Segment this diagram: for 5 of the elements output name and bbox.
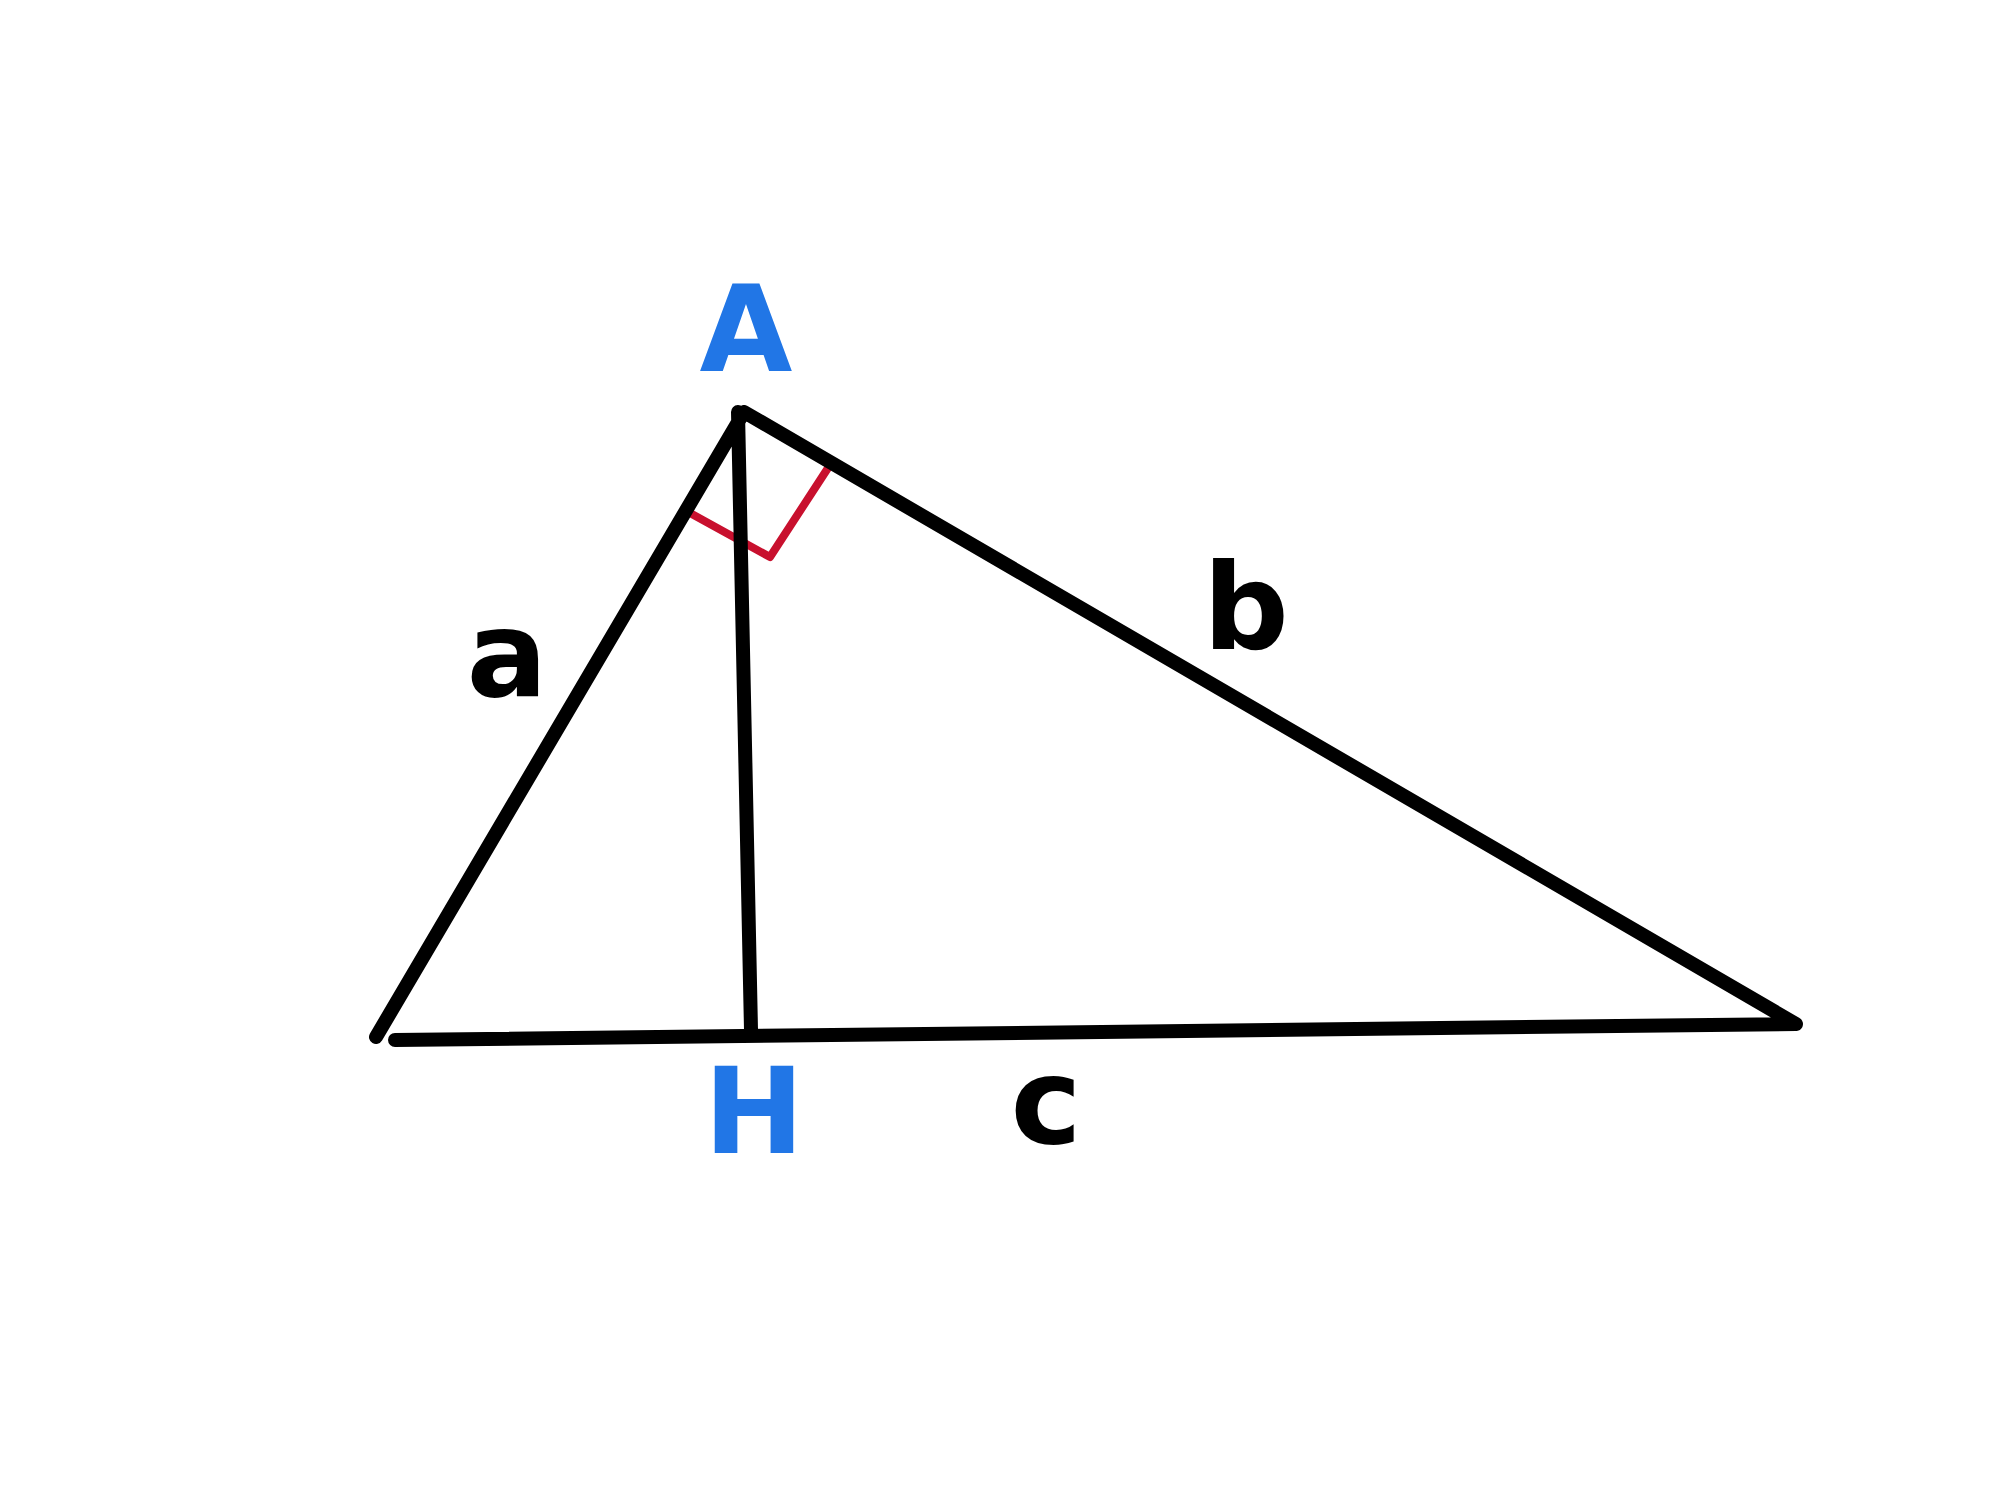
side-label: b: [1203, 548, 1289, 668]
vertex-label: A: [699, 270, 793, 390]
side-label: a: [466, 595, 548, 715]
point-label: H: [703, 1052, 805, 1172]
side-label: c: [1010, 1042, 1082, 1162]
